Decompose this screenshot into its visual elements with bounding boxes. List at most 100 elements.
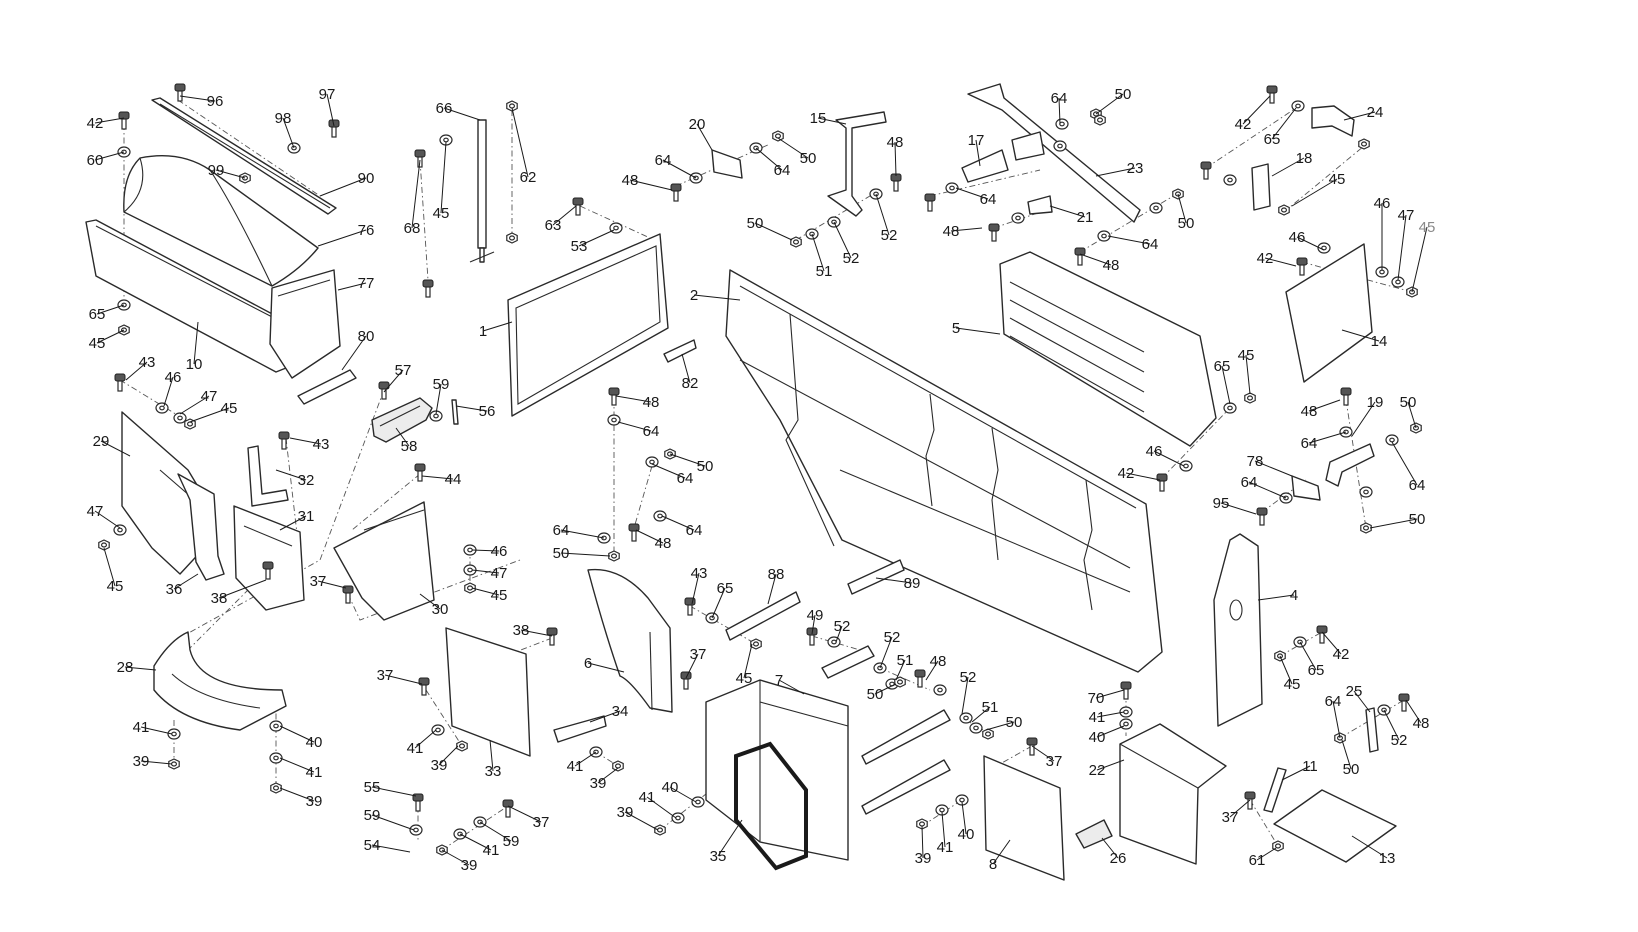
leader-line [992,839,1011,865]
part-28-curved-floor [153,631,287,731]
bolt-fastener [1244,791,1256,810]
washer-fastener [155,402,169,414]
callout-64: 64 [1409,477,1426,494]
leader-line [941,811,946,848]
leader-line [455,405,488,412]
leader-line [1177,193,1187,224]
nut-fastener [894,676,906,688]
callout-49: 49 [807,607,824,624]
callout-18: 18 [1296,150,1313,167]
callout-52: 52 [1391,732,1408,749]
callout-37: 37 [690,646,707,663]
leader-line [1308,431,1347,444]
nut-fastener [464,582,476,594]
callout-50: 50 [1400,394,1417,411]
part-14-side-panel [1285,243,1373,383]
callout-34: 34 [612,703,629,720]
leader-line [421,475,454,480]
callout-39: 39 [617,804,634,821]
callout-45: 45 [1284,676,1301,693]
leader-line [100,440,131,457]
leader-line [895,659,906,681]
callout-48: 48 [943,223,960,240]
callout-45: 45 [736,670,753,687]
callout-25: 25 [1346,683,1363,700]
leader-line [817,117,847,125]
leader-line [669,786,697,803]
leader-line [1096,725,1125,738]
leader-line [1271,107,1297,140]
leader-line [435,383,442,415]
bolt-fastener [1074,247,1086,266]
callout-2: 2 [690,287,698,304]
callout-41: 41 [407,740,424,757]
part-80-bracket [297,369,357,405]
leader-line [163,376,174,407]
leader-line [279,515,307,531]
leader-line [282,117,295,149]
bolt-fastener [1156,473,1168,492]
leader-line [1049,205,1086,218]
bolt-fastener [378,381,390,400]
part-36-panel [177,473,225,581]
leader-line [1411,226,1428,293]
callout-15: 15 [810,110,827,127]
washer-fastener [1385,434,1399,446]
leader-line [1369,518,1418,529]
washer-fastener [1053,140,1067,152]
leader-line [441,849,470,866]
leader-line [833,221,852,259]
leader-line [950,227,983,232]
leader-line [1153,450,1185,467]
bolt-fastener [1200,161,1212,180]
callout-76: 76 [358,222,375,239]
leader-line [646,796,677,819]
part-26-bracket [1075,819,1113,849]
leader-line [1101,837,1119,859]
leader-line [617,421,652,432]
leader-line [1264,257,1297,267]
leader-line [693,294,741,301]
callout-5: 5 [952,320,960,337]
leader-line [1308,399,1341,412]
leader-line [319,177,367,197]
leader-line [1256,847,1277,861]
bolt-fastener [924,193,936,212]
callout-40: 40 [662,779,679,796]
leader-line [1096,711,1125,718]
part-25-bracket [1365,707,1379,753]
callout-42: 42 [1257,250,1274,267]
leader-line [961,801,967,835]
leader-line [94,510,121,529]
callout-35: 35 [710,848,727,865]
leader-line [411,159,421,229]
callout-60: 60 [87,152,104,169]
callout-66: 66 [436,100,453,117]
leader-line [955,187,989,200]
callout-23: 23 [1127,160,1144,177]
bolt-fastener [988,223,1000,242]
bolt-fastener [502,799,514,818]
bolt-fastener [914,669,926,688]
bolt-fastener [572,197,584,216]
callout-43: 43 [313,436,330,453]
washer-fastener [1055,118,1069,130]
callout-47: 47 [491,565,508,582]
leader-line [921,825,924,859]
bolt-fastener [174,83,186,102]
leader-line [479,821,512,842]
leader-line [1229,799,1251,818]
part-66-gas-strut [469,119,495,263]
callout-56: 56 [479,403,496,420]
callout-41: 41 [1089,709,1106,726]
callout-50: 50 [697,458,714,475]
leader-line [96,304,125,315]
callout-64: 64 [1325,693,1342,710]
leader-line [124,666,157,671]
callout-41: 41 [639,789,656,806]
leader-line [1125,472,1161,481]
leader-line [1353,690,1371,713]
washer-fastener [1223,402,1237,414]
callout-42: 42 [1235,116,1252,133]
part-34-bracket [553,715,607,743]
